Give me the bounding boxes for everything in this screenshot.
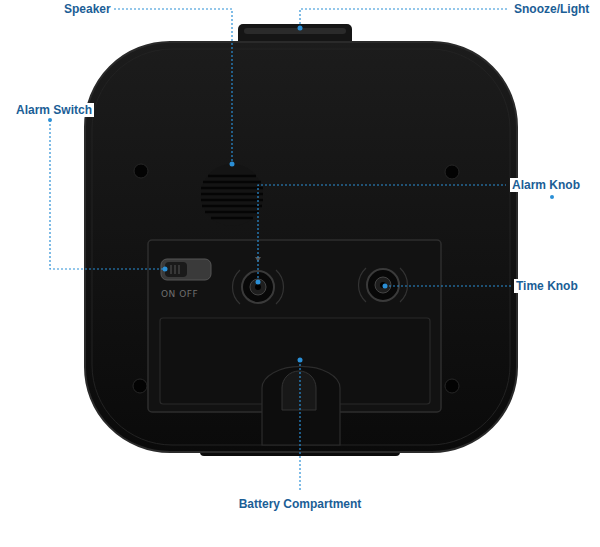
switch-marking: ON OFF — [161, 289, 198, 300]
callout-label: Battery Compartment — [237, 497, 364, 511]
callout-label: Alarm Switch — [14, 103, 94, 117]
callout-label: Alarm Knob — [510, 178, 582, 192]
callout-label: Time Knob — [514, 279, 580, 293]
callout-label: Speaker — [62, 2, 113, 16]
leader-dots — [48, 26, 554, 363]
callout-label: Snooze/Light — [512, 2, 591, 16]
leader-lines — [50, 9, 512, 492]
